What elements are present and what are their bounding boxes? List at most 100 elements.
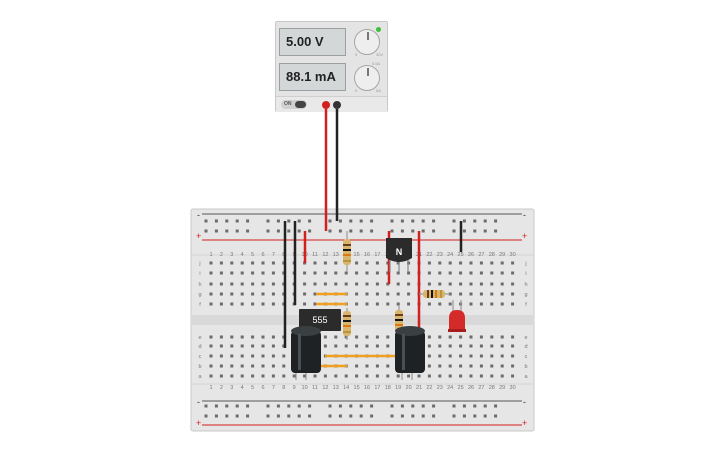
breadboard-hole[interactable] (421, 414, 425, 418)
breadboard-hole[interactable] (448, 374, 452, 378)
breadboard-hole[interactable] (235, 229, 239, 233)
breadboard-hole[interactable] (230, 344, 234, 348)
breadboard-hole[interactable] (251, 282, 255, 286)
breadboard-hole[interactable] (469, 261, 473, 265)
breadboard-hole[interactable] (276, 404, 280, 408)
breadboard-hole[interactable] (313, 282, 317, 286)
breadboard-hole[interactable] (323, 374, 327, 378)
breadboard-hole[interactable] (344, 271, 348, 275)
breadboard-hole[interactable] (246, 219, 250, 223)
breadboard-hole[interactable] (235, 404, 239, 408)
breadboard-hole[interactable] (230, 364, 234, 368)
breadboard-hole[interactable] (271, 302, 275, 306)
breadboard-hole[interactable] (287, 219, 291, 223)
breadboard-hole[interactable] (490, 344, 494, 348)
breadboard-hole[interactable] (271, 344, 275, 348)
breadboard-hole[interactable] (214, 229, 218, 233)
breadboard-hole[interactable] (266, 404, 270, 408)
breadboard-hole[interactable] (261, 335, 265, 339)
breadboard-hole[interactable] (214, 414, 218, 418)
breadboard-hole[interactable] (479, 364, 483, 368)
breadboard-hole[interactable] (421, 229, 425, 233)
negative-terminal[interactable] (333, 101, 341, 109)
breadboard-hole[interactable] (349, 404, 353, 408)
breadboard-hole[interactable] (396, 302, 400, 306)
breadboard-hole[interactable] (251, 302, 255, 306)
breadboard-hole[interactable] (251, 374, 255, 378)
breadboard-hole[interactable] (214, 404, 218, 408)
positive-terminal[interactable] (322, 101, 330, 109)
breadboard-hole[interactable] (355, 271, 359, 275)
breadboard-hole[interactable] (230, 335, 234, 339)
breadboard-hole[interactable] (479, 261, 483, 265)
breadboard-hole[interactable] (490, 282, 494, 286)
breadboard-hole[interactable] (390, 404, 394, 408)
breadboard-hole[interactable] (500, 344, 504, 348)
red-led[interactable] (448, 300, 466, 332)
breadboard-hole[interactable] (386, 302, 390, 306)
breadboard-hole[interactable] (251, 271, 255, 275)
breadboard-hole[interactable] (271, 292, 275, 296)
breadboard-hole[interactable] (219, 292, 223, 296)
breadboard-hole[interactable] (438, 374, 442, 378)
breadboard-hole[interactable] (209, 282, 213, 286)
breadboard-hole[interactable] (214, 219, 218, 223)
breadboard-hole[interactable] (494, 229, 498, 233)
breadboard-hole[interactable] (251, 364, 255, 368)
breadboard-hole[interactable] (271, 335, 275, 339)
breadboard-hole[interactable] (386, 344, 390, 348)
breadboard-hole[interactable] (500, 364, 504, 368)
breadboard-hole[interactable] (473, 414, 477, 418)
breadboard-hole[interactable] (292, 374, 296, 378)
breadboard-hole[interactable] (359, 414, 363, 418)
breadboard-hole[interactable] (432, 229, 436, 233)
breadboard-hole[interactable] (490, 354, 494, 358)
breadboard-hole[interactable] (209, 335, 213, 339)
breadboard-hole[interactable] (209, 344, 213, 348)
breadboard-hole[interactable] (479, 344, 483, 348)
breadboard-hole[interactable] (276, 414, 280, 418)
breadboard-hole[interactable] (396, 271, 400, 275)
breadboard-hole[interactable] (511, 335, 515, 339)
breadboard-hole[interactable] (500, 302, 504, 306)
breadboard-hole[interactable] (313, 261, 317, 265)
breadboard-hole[interactable] (334, 271, 338, 275)
breadboard-hole[interactable] (490, 292, 494, 296)
resistor-4[interactable] (419, 290, 450, 298)
breadboard-hole[interactable] (297, 414, 301, 418)
breadboard-hole[interactable] (355, 344, 359, 348)
breadboard-hole[interactable] (479, 302, 483, 306)
breadboard-hole[interactable] (209, 261, 213, 265)
breadboard-hole[interactable] (469, 344, 473, 348)
breadboard-hole[interactable] (271, 271, 275, 275)
breadboard-hole[interactable] (386, 292, 390, 296)
breadboard-hole[interactable] (438, 335, 442, 339)
breadboard-hole[interactable] (511, 374, 515, 378)
breadboard-hole[interactable] (500, 335, 504, 339)
breadboard-hole[interactable] (349, 414, 353, 418)
breadboard-hole[interactable] (338, 229, 342, 233)
breadboard-hole[interactable] (359, 404, 363, 408)
breadboard-hole[interactable] (511, 302, 515, 306)
breadboard-hole[interactable] (334, 261, 338, 265)
breadboard-hole[interactable] (386, 335, 390, 339)
breadboard-hole[interactable] (375, 271, 379, 275)
breadboard-hole[interactable] (230, 374, 234, 378)
breadboard-hole[interactable] (359, 229, 363, 233)
breadboard-hole[interactable] (490, 302, 494, 306)
breadboard-hole[interactable] (308, 414, 312, 418)
breadboard-hole[interactable] (511, 344, 515, 348)
breadboard-hole[interactable] (261, 374, 265, 378)
breadboard-hole[interactable] (209, 292, 213, 296)
breadboard-hole[interactable] (334, 344, 338, 348)
breadboard-hole[interactable] (355, 292, 359, 296)
breadboard-hole[interactable] (261, 364, 265, 368)
breadboard-hole[interactable] (240, 282, 244, 286)
breadboard-hole[interactable] (469, 335, 473, 339)
breadboard-hole[interactable] (469, 271, 473, 275)
breadboard-hole[interactable] (390, 414, 394, 418)
breadboard-hole[interactable] (473, 404, 477, 408)
breadboard-hole[interactable] (271, 354, 275, 358)
breadboard-hole[interactable] (375, 374, 379, 378)
breadboard-hole[interactable] (365, 374, 369, 378)
